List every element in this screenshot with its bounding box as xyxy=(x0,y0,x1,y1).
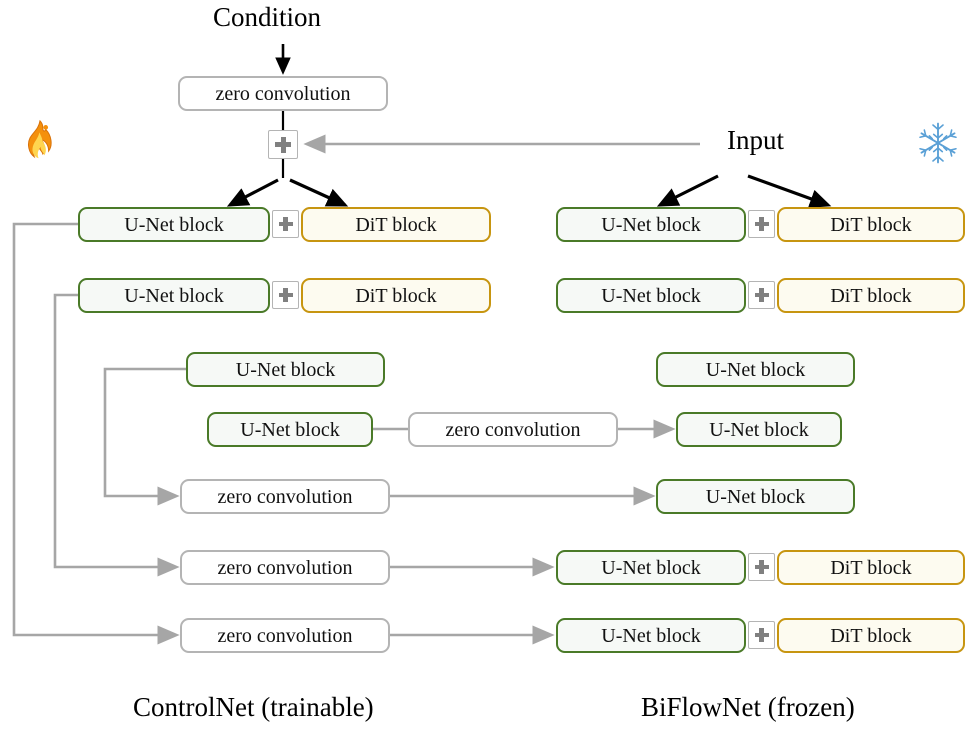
plus-merge-L2[interactable] xyxy=(272,281,299,309)
plus-merge-R1[interactable] xyxy=(748,210,775,238)
dit-block-R2[interactable]: DiT block xyxy=(777,278,965,313)
plus-icon xyxy=(278,288,293,302)
plus-merge-R7[interactable] xyxy=(748,621,775,649)
caption-controlnet: ControlNet (trainable) xyxy=(133,692,374,722)
dit-block-R7[interactable]: DiT block xyxy=(777,618,965,653)
plus-icon xyxy=(754,288,769,302)
unet-block-R1[interactable]: U-Net block xyxy=(556,207,746,242)
unet-block-L2[interactable]: U-Net block xyxy=(78,278,270,313)
zeroconv-L5[interactable]: zero convolution xyxy=(180,479,390,514)
arrow-input-to-dit-R1 xyxy=(747,174,832,208)
zeroconv-L4[interactable]: zero convolution xyxy=(408,412,618,447)
plus-icon xyxy=(278,217,293,231)
unet-block-L4[interactable]: U-Net block xyxy=(207,412,373,447)
fire-icon xyxy=(28,119,52,159)
snowflake-icon xyxy=(919,122,957,164)
plus-icon xyxy=(754,560,769,574)
unet-block-R3[interactable]: U-Net block xyxy=(656,352,855,387)
plus-merge-R2[interactable] xyxy=(748,281,775,309)
unet-block-L1[interactable]: U-Net block xyxy=(78,207,270,242)
label-input: Input xyxy=(727,125,784,155)
unet-block-L3[interactable]: U-Net block xyxy=(186,352,385,387)
plus-icon xyxy=(754,628,769,642)
unet-block-R4[interactable]: U-Net block xyxy=(676,412,842,447)
dit-block-L1[interactable]: DiT block xyxy=(301,207,491,242)
arrow-plus-to-unet-L1 xyxy=(226,178,279,207)
arrow-input-to-unet-R1 xyxy=(656,174,719,207)
plus-merge-R6[interactable] xyxy=(748,553,775,581)
unet-block-R5[interactable]: U-Net block xyxy=(656,479,855,514)
zeroconv-top[interactable]: zero convolution xyxy=(178,76,388,111)
wire-L2-to-zeroconv-row6 xyxy=(53,293,180,577)
label-condition: Condition xyxy=(213,2,322,32)
plus-icon xyxy=(754,217,769,231)
plus-merge-L1[interactable] xyxy=(272,210,299,238)
dit-block-R1[interactable]: DiT block xyxy=(777,207,965,242)
unet-block-R7[interactable]: U-Net block xyxy=(556,618,746,653)
arrow-plus-to-dit-L1 xyxy=(289,178,349,207)
caption-biflownet: BiFlowNet (frozen) xyxy=(641,692,855,722)
unet-block-R2[interactable]: U-Net block xyxy=(556,278,746,313)
zeroconv-L6[interactable]: zero convolution xyxy=(180,550,390,585)
plus-icon xyxy=(275,136,291,153)
dit-block-R6[interactable]: DiT block xyxy=(777,550,965,585)
plus-merge-top[interactable] xyxy=(268,130,298,159)
wire-L3-to-zeroconv-row5 xyxy=(103,367,186,506)
unet-block-R6[interactable]: U-Net block xyxy=(556,550,746,585)
dit-block-L2[interactable]: DiT block xyxy=(301,278,491,313)
zeroconv-L7[interactable]: zero convolution xyxy=(180,618,390,653)
